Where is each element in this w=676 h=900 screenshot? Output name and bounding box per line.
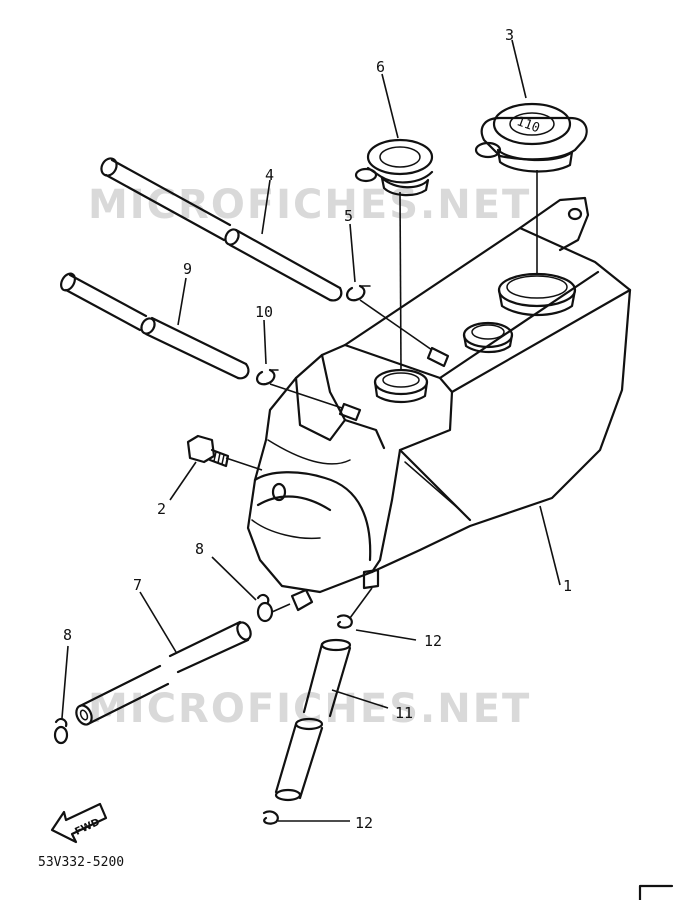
hose-part-11 xyxy=(274,638,352,802)
clip-part-12-upper xyxy=(336,614,353,629)
callout-12-lower: 12 xyxy=(355,814,373,832)
clip-part-8-upper xyxy=(256,593,274,623)
hose-part-7 xyxy=(75,620,252,726)
callout-3: 3 xyxy=(505,26,514,44)
bolt-part-2 xyxy=(186,434,230,468)
callout-7: 7 xyxy=(133,576,142,594)
callout-1: 1 xyxy=(563,577,572,595)
fwd-label: FWD xyxy=(73,817,101,838)
corner-mark xyxy=(638,884,674,900)
callout-6: 6 xyxy=(376,58,385,76)
callout-9: 9 xyxy=(183,260,192,278)
callout-8-lower: 8 xyxy=(63,626,72,644)
diagram-code: 53V332-5200 xyxy=(38,855,124,870)
cap-small xyxy=(354,138,434,197)
clip-part-8-lower xyxy=(53,717,69,745)
callout-8-upper: 8 xyxy=(195,540,204,558)
clip-part-10 xyxy=(256,368,279,386)
callout-5: 5 xyxy=(344,207,353,225)
cap-large: 110 xyxy=(474,102,588,173)
leader-lines xyxy=(61,39,561,822)
callouts: 1 2 3 4 5 6 7 8 8 9 10 11 12 12 xyxy=(63,26,572,832)
callout-4: 4 xyxy=(265,166,274,184)
fwd-arrow-icon: FWD xyxy=(50,802,108,844)
callout-12-upper: 12 xyxy=(424,632,442,650)
callout-11: 11 xyxy=(395,704,413,722)
hose-part-4 xyxy=(100,157,343,302)
watermark-top: MICROFICHES.NET xyxy=(88,182,531,228)
callout-2: 2 xyxy=(157,500,166,518)
callout-10: 10 xyxy=(255,303,273,321)
hose-part-9 xyxy=(60,272,250,380)
clip-part-12-lower xyxy=(262,810,279,825)
oil-tank xyxy=(246,196,632,612)
clip-part-5 xyxy=(346,284,371,302)
